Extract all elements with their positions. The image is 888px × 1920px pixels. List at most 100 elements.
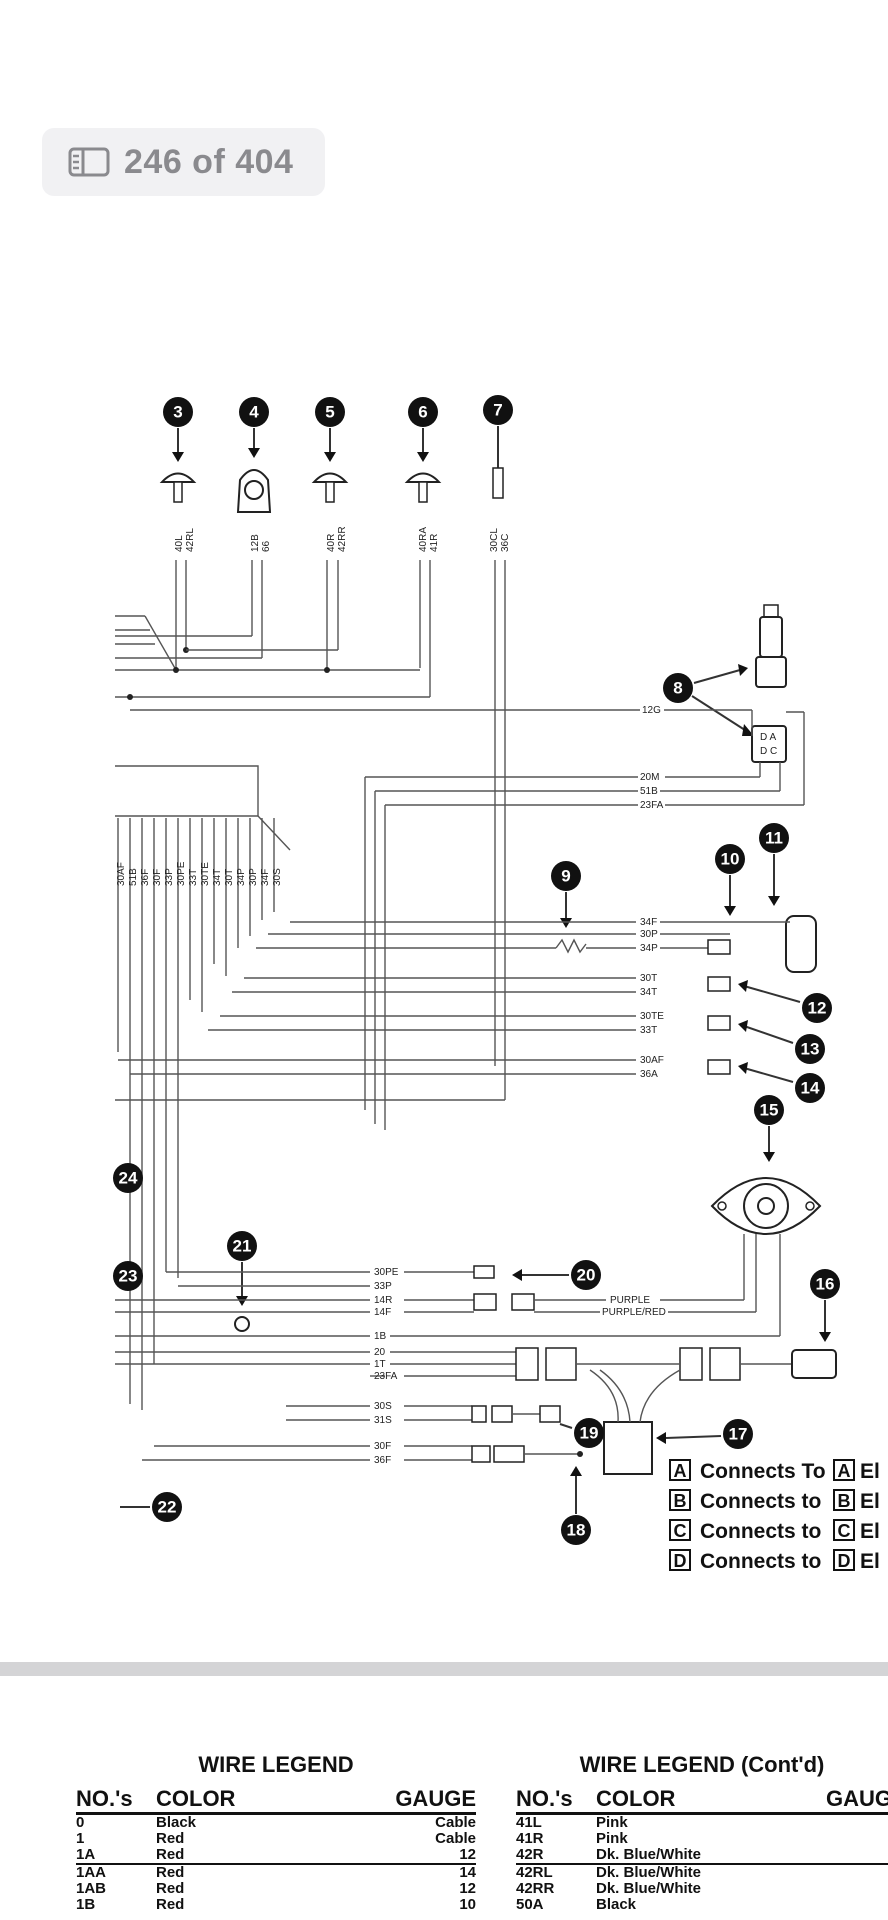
wire-30pe: 30PE xyxy=(374,1267,399,1278)
callout-11 xyxy=(759,823,789,853)
wire-legend-right: WIRE LEGEND (Cont'd) NO.'s COLOR GAUG 41… xyxy=(516,1752,888,1913)
sender-wires: 9 10 11 34F 30P 34P 30T 34T 12 xyxy=(115,823,832,1103)
wire-legend-cont-header: NO.'s COLOR GAUG xyxy=(516,1784,888,1815)
callout-15 xyxy=(754,1095,784,1125)
key-a-suffix: El xyxy=(860,1460,880,1483)
header-gauge: GAUGE xyxy=(395,1786,476,1811)
wire-23fa: 23FA xyxy=(640,800,664,811)
wire-23fa-lower: 23FA xyxy=(374,1371,398,1382)
page-counter-label: 246 of 404 xyxy=(124,142,294,181)
key-c-letter: C xyxy=(674,1521,687,1541)
key-b-letter: B xyxy=(674,1491,687,1511)
callout-4-label: 4 xyxy=(249,403,259,422)
label-41r: 41R xyxy=(429,534,440,552)
key-d-text: Connects to xyxy=(700,1550,821,1573)
key-a-letter: A xyxy=(674,1461,687,1481)
wire-33p: 33P xyxy=(374,1281,392,1292)
callout-19-label: 19 xyxy=(580,1424,599,1443)
callout-22 xyxy=(152,1492,182,1522)
callout-5-label: 5 xyxy=(325,403,334,422)
wire-legend-title: WIRE LEGEND xyxy=(198,1752,354,1777)
harness-30te: 30TE xyxy=(200,862,211,886)
starter-16 xyxy=(791,1349,837,1379)
alternator-15: 15 xyxy=(710,1095,822,1235)
key-c-target: C xyxy=(838,1521,851,1541)
wire-30te: 30TE xyxy=(640,1011,664,1022)
callout-6 xyxy=(408,397,438,427)
lamp-socket-3 xyxy=(159,472,197,483)
harness-36f: 36F xyxy=(140,869,151,886)
wire-30f: 30F xyxy=(374,1441,391,1452)
top-components: 3 4 5 6 7 xyxy=(159,395,513,513)
callout-18-label: 18 xyxy=(567,1521,586,1540)
header-color: COLOR xyxy=(596,1786,676,1811)
harness-30f: 30F xyxy=(152,869,163,886)
component-wire-labels: 40L 42RL 12B 66 40R 42RR 40RA 41R 30CL 3… xyxy=(174,526,511,552)
callout-17-label: 17 xyxy=(729,1425,748,1444)
label-36c: 36C xyxy=(500,534,511,552)
callout-21 xyxy=(227,1231,257,1261)
label-30cl: 30CL xyxy=(489,528,500,552)
callout-9-label: 9 xyxy=(561,867,570,886)
callout-11-label: 11 xyxy=(765,829,783,848)
header-gauge: GAUG xyxy=(826,1786,888,1811)
wire-51b: 51B xyxy=(640,786,658,797)
header-nos: NO.'s xyxy=(76,1786,133,1811)
wire-legend-cont-title: WIRE LEGEND (Cont'd) xyxy=(579,1752,825,1777)
callout-15-label: 15 xyxy=(760,1101,779,1120)
lamp-socket-6 xyxy=(404,472,442,483)
wire-36a: 36A xyxy=(640,1069,658,1080)
sender-11 xyxy=(785,915,817,973)
callout-8 xyxy=(663,673,693,703)
callout-23-label: 23 xyxy=(119,1267,138,1286)
svg-text:D A: D A xyxy=(760,732,776,743)
header-nos: NO.'s xyxy=(516,1786,573,1811)
key-b-suffix: El xyxy=(860,1490,880,1513)
harness-33p: 33P xyxy=(164,868,175,886)
harness-34t: 34T xyxy=(212,869,223,886)
callout-16-label: 16 xyxy=(816,1275,835,1294)
wire-30s: 30S xyxy=(374,1401,392,1412)
callout-20 xyxy=(571,1260,601,1290)
key-d-suffix: El xyxy=(860,1550,880,1573)
solenoid-17 xyxy=(603,1421,653,1475)
page-counter[interactable]: 246 of 404 xyxy=(42,128,325,196)
key-d-target: D xyxy=(838,1551,851,1571)
key-b-text: Connects to xyxy=(700,1490,821,1513)
harness-30pe: 30PE xyxy=(176,861,187,886)
label-40r: 40R xyxy=(326,534,337,552)
wire-legend-header: NO.'s COLOR GAUGE xyxy=(76,1784,476,1815)
callout-22-label: 22 xyxy=(158,1498,177,1517)
callout-19 xyxy=(574,1418,604,1448)
callout-12 xyxy=(802,993,832,1023)
lower-wires: 24 23 21 30PE 20 33P 14R PURPLE 14F PURP… xyxy=(113,1163,840,1545)
callout-7-label: 7 xyxy=(493,401,502,420)
sidebar-pages-icon xyxy=(68,147,110,177)
wire-34t: 34T xyxy=(640,987,657,998)
lamp-socket-5 xyxy=(311,472,349,483)
callout-18 xyxy=(561,1515,591,1545)
wire-purple: PURPLE xyxy=(610,1295,650,1306)
harness-30p: 30P xyxy=(248,868,259,886)
key-a-text: Connects To xyxy=(700,1460,826,1483)
header-color: COLOR xyxy=(156,1786,236,1811)
connector-7 xyxy=(492,467,504,499)
key-d-letter: D xyxy=(674,1551,687,1571)
wire-1t: 1T xyxy=(374,1359,386,1370)
callout-10 xyxy=(715,844,745,874)
callout-9 xyxy=(551,861,581,891)
wire-12g: 12G xyxy=(642,705,661,716)
wire-30af: 30AF xyxy=(640,1055,664,1066)
callout-8-label: 8 xyxy=(673,679,682,698)
wire-34f: 34F xyxy=(640,917,657,928)
callout-4 xyxy=(239,397,269,427)
